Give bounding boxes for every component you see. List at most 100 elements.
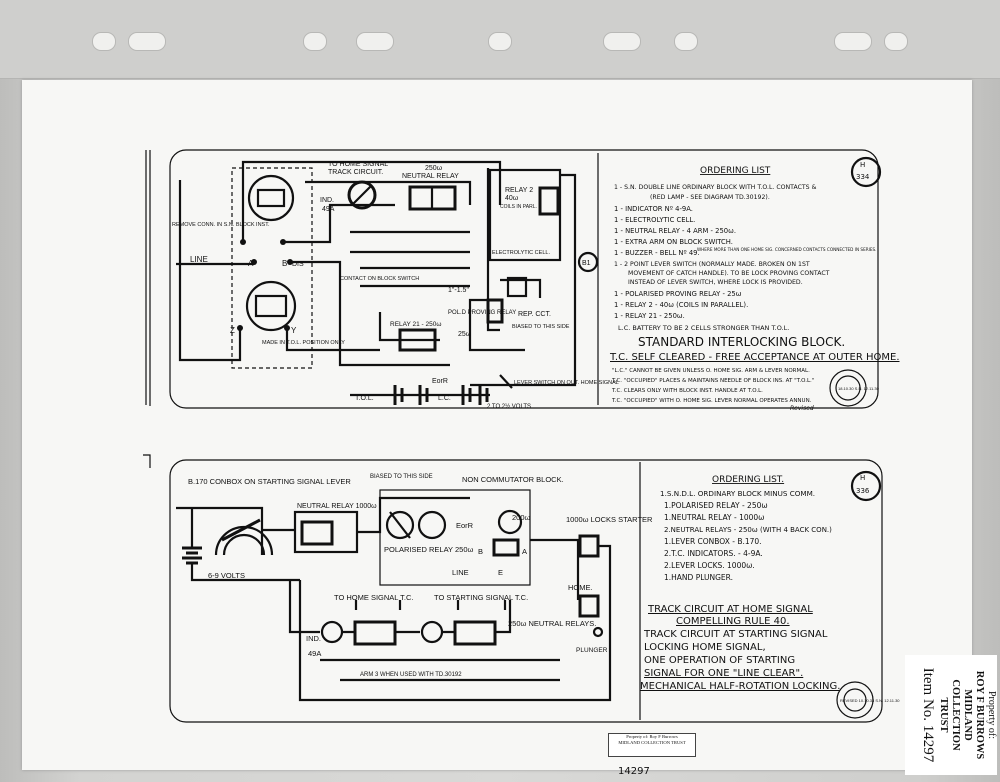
ordering-title: ORDERING LIST (700, 166, 771, 176)
upper-needle-dial (247, 174, 295, 222)
diagram-336 (143, 454, 883, 723)
label-remove-conn: REMOVE CONN. IN S.N. BLOCK INST. (172, 222, 270, 228)
subtitle: T.C. SELF CLEARED - FREE ACCEPTANCE AT O… (609, 352, 900, 363)
label-volts2: 2 TO 2½ VOLTS (487, 403, 531, 410)
note: T.C. "OCCUPIED" WITH O. HOME SIG. LEVER … (611, 398, 812, 404)
label-track-circuit: TRACK CIRCUIT. (328, 169, 383, 176)
left-margin-rule (145, 150, 151, 406)
battery-wire (190, 508, 300, 582)
label-owner: ROY F BURROWS (974, 670, 985, 760)
lower-bus-wires (320, 658, 560, 682)
stamp-text: REVISED 10.10.33 S.N. 12.11.30 (840, 698, 900, 703)
coil-symbol (256, 188, 286, 208)
title-line: SIGNAL FOR ONE "LINE CLEAR". (644, 668, 803, 679)
punch-hole (303, 32, 327, 51)
punch-hole (92, 32, 116, 51)
sheet-number-circle (850, 156, 882, 188)
neutral-relay-1000-box (293, 510, 359, 554)
punch-hole (128, 32, 166, 51)
handwritten-number: 14297 (618, 766, 650, 777)
label-home: HOME. (568, 583, 593, 592)
ordering-item: 1 - NEUTRAL RELAY - 4 ARM - 250ω. (614, 227, 736, 235)
ordering-item: 1 - S.N. DOUBLE LINE ORDINARY BLOCK WITH… (614, 184, 817, 191)
outer-loop-wire (298, 544, 612, 702)
label-pol-ohms: 25ω (458, 331, 472, 338)
label-coils: COILS IN PARL. (500, 204, 537, 210)
corner-mark (143, 454, 151, 468)
neutral-relay-1000-coil (300, 520, 334, 546)
track-wire (283, 203, 395, 244)
tc-feed-wires (354, 600, 507, 610)
title-line: TRACK CIRCUIT AT HOME SIGNAL (647, 604, 813, 615)
label-ind-no: 49A (322, 206, 335, 213)
label-eorr: EorR (456, 521, 474, 530)
sheet-number: 334 (856, 173, 870, 181)
label-ind-no: 49A (308, 649, 321, 658)
label-volts: 1"-1.5" (448, 287, 469, 294)
diagram-border (169, 459, 883, 723)
ordering-item: 1.S.N.D.L. ORDINARY BLOCK MINUS COMM. (660, 489, 815, 498)
ordering-item: 1.LEVER CONBOX - B.170. (664, 537, 762, 546)
label-arm3: ARM 3 WHEN USED WITH TD.30192 (360, 672, 462, 678)
label-line: LINE (452, 568, 469, 577)
label-non-comm: NON COMMUTATOR BLOCK. (462, 475, 564, 484)
buzzer-note: WHERE MORE THAN ONE HOME SIG. CONCERNED … (697, 247, 877, 252)
indicator-needle (351, 184, 373, 206)
plunger (592, 626, 604, 638)
lock-starter (578, 534, 600, 558)
block-dial-right (417, 510, 447, 540)
conbox-lever (221, 518, 261, 542)
label-biased: BIASED TO THIS SIDE (512, 324, 570, 330)
label-property: Property of: (986, 690, 997, 740)
terminal-z (237, 325, 243, 331)
label-relay2: RELAY 2 (505, 187, 533, 194)
punch-hole (603, 32, 641, 51)
title-line: TRACK CIRCUIT AT STARTING SIGNAL (643, 629, 828, 640)
indicator-49a (347, 180, 377, 210)
label-neutral-relay: NEUTRAL RELAY 1000ω (297, 503, 377, 510)
stamp-line: Property of: Roy F Burrows (626, 734, 678, 739)
track-circuit-wires (288, 580, 512, 634)
coil-200 (497, 509, 523, 535)
needle (389, 511, 411, 539)
ordering-item: 1 - BUZZER - BELL Nº 49. (614, 249, 700, 257)
stamp-text: 18.10.30 S.N. 12.11.30 (838, 386, 880, 391)
battery-cells (393, 385, 489, 405)
ordering-item: (RED LAMP - SEE DIAGRAM TD.30192). (650, 194, 770, 201)
label-tol: T.O.L. (355, 395, 374, 402)
label-b: B (478, 547, 483, 556)
lock-home (578, 594, 600, 618)
ordering-item: 1 - RELAY 21 - 250ω. (614, 312, 685, 320)
ordering-item: 1 - EXTRA ARM ON BLOCK SWITCH. (614, 238, 733, 246)
lower-needle-dial (245, 280, 297, 332)
label-line: LINE (190, 255, 208, 264)
label-polarised: POLARISED RELAY 250ω (384, 545, 474, 554)
relay21-coil (398, 328, 437, 352)
sleeve-binding-strip (0, 0, 1000, 79)
main-title: STANDARD INTERLOCKING BLOCK. (638, 335, 845, 349)
block-dial-left (385, 510, 415, 540)
punch-hole (356, 32, 394, 51)
diagram-334 (145, 149, 882, 409)
label-z: Z (230, 326, 235, 335)
revision-stamp (829, 369, 867, 407)
label-pol-proving: POL.D PROVING RELAY (448, 310, 516, 316)
label-ind: IND. (320, 197, 334, 204)
label-trust: TRUST (938, 697, 949, 733)
electrolytic-wire (500, 278, 542, 298)
relay2-wire (486, 168, 500, 332)
punch-hole (674, 32, 698, 51)
relay-arm-wires (350, 230, 470, 288)
electrolytic-cell (506, 276, 528, 298)
conbox-arc-inner (222, 533, 266, 556)
note: T.C. CLEARS ONLY WITH BLOCK INST. HANDLE… (611, 388, 763, 394)
relay21-wire (378, 312, 440, 342)
polarised-relay-coil (492, 538, 520, 557)
lever-switch (499, 374, 513, 389)
ordering-item: 2.LEVER LOCKS. 1000ω. (664, 561, 755, 570)
revision-stamp (836, 681, 874, 719)
indicator-home (320, 620, 344, 644)
ordering-item: 1 - ELECTROLYTIC CELL. (614, 216, 695, 224)
punch-hole (834, 32, 872, 51)
